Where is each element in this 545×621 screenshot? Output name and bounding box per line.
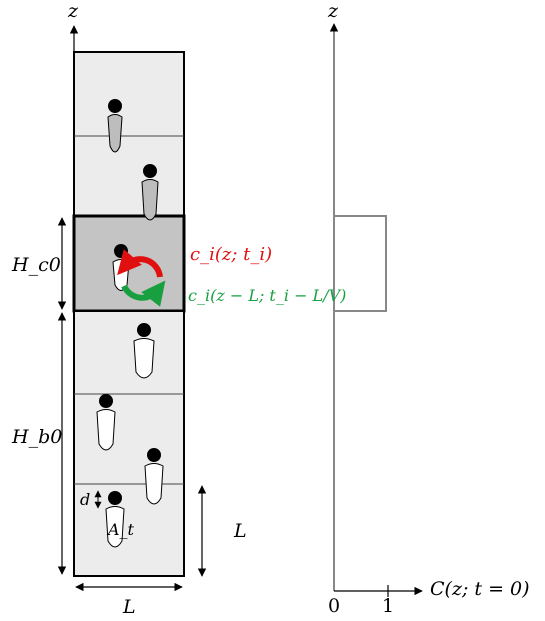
bubble — [144, 448, 164, 505]
bubble — [105, 491, 125, 548]
bubble-column — [72, 51, 186, 577]
bubble — [96, 394, 116, 451]
tick-0-label: 0 — [328, 595, 341, 617]
c-axis-label: C(z; t = 0) — [430, 578, 530, 600]
bubble — [107, 99, 123, 153]
area-label: A_t — [108, 520, 134, 539]
red-equation-label: c_i(z; t_i) — [190, 244, 273, 265]
tick-1-label: 1 — [382, 595, 395, 617]
width-label: L — [123, 596, 136, 618]
upper-section — [73, 51, 185, 217]
red-arc-arrow — [117, 249, 163, 278]
green-equation-label: c_i(z − L; t_i − L/V) — [188, 286, 347, 305]
bubble — [133, 323, 155, 379]
lower-section — [73, 310, 185, 577]
concentration-profile — [334, 215, 387, 312]
z-axis-label-left: z — [68, 0, 79, 22]
green-arc-arrow — [121, 280, 166, 307]
gap-label: d — [80, 490, 91, 509]
recirculation-arrows — [117, 249, 166, 307]
z-axis-label-right: z — [328, 0, 339, 22]
hc0-label: H_c0 — [12, 254, 61, 276]
hb0-label: H_b0 — [12, 426, 63, 448]
bubble — [141, 164, 159, 221]
cell-length-label: L — [234, 520, 247, 542]
